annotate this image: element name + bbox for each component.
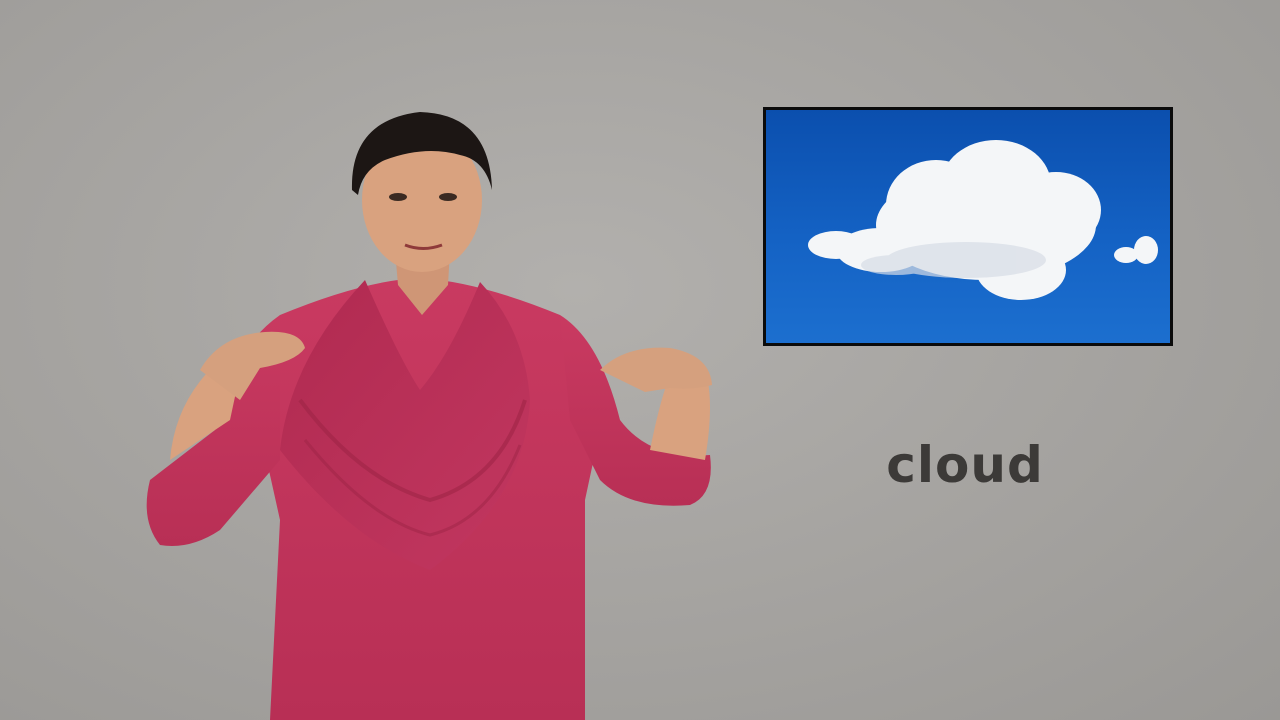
cloud-picture-card: [763, 107, 1173, 346]
word-label: cloud: [886, 436, 1044, 494]
signer-figure: [146, 112, 712, 720]
cloud-icon: [808, 140, 1158, 300]
